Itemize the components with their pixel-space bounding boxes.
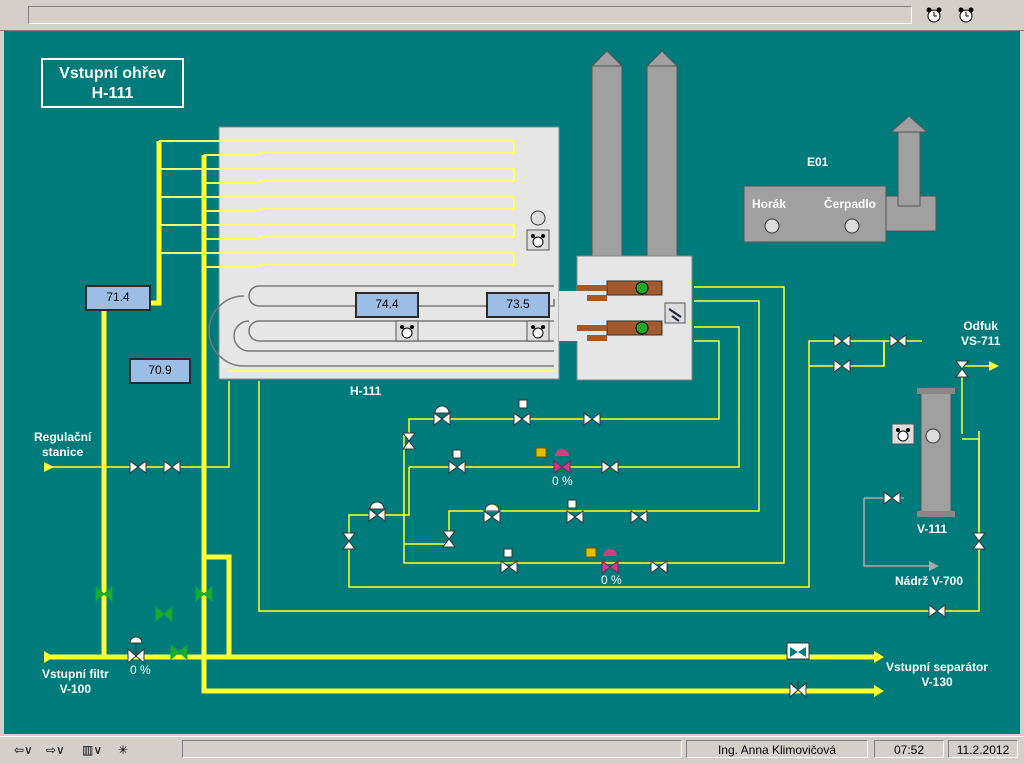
furnace-connector: [559, 291, 579, 341]
e01-stack-base: [885, 195, 937, 232]
title-line1: Vstupní ohřev: [59, 65, 166, 82]
chimney-left: [590, 50, 624, 259]
filtr-control-valve[interactable]: [127, 636, 145, 665]
v111-column: [920, 392, 952, 514]
nadrz-label: Nádrž V-700: [895, 574, 964, 588]
separator-line1: Vstupní separátor: [886, 660, 989, 674]
alarm-clock-icon[interactable]: [395, 320, 419, 342]
top-toolbar: [0, 0, 1024, 31]
alarm-clock-icon[interactable]: [957, 6, 975, 24]
alarm-clock-icon[interactable]: [526, 320, 550, 342]
process-diagram: Vstupní ohřev H-111 71.4 70.9 74.4 73.5 …: [4, 31, 1020, 734]
burner-indicator[interactable]: [764, 218, 780, 234]
burner-label: Horák: [752, 197, 787, 211]
alarm-clock-icon[interactable]: [925, 6, 943, 24]
status-bar: ⇦∨ ⇨∨ ▥∨ ✳ Ing. Anna Klimovičová 07:52 1…: [0, 736, 1024, 764]
lock-icon: [585, 547, 597, 558]
lock-icon: [535, 447, 547, 458]
temp-left-top[interactable]: 71.4: [85, 285, 151, 311]
furnace-label: H-111: [350, 384, 382, 398]
e01-stack: [897, 130, 921, 207]
valve-icons[interactable]: [129, 334, 986, 618]
furnace-temp-left[interactable]: 74.4: [355, 292, 419, 318]
odfuk-line1: Odfuk: [963, 319, 999, 333]
control-valve-1[interactable]: [535, 447, 571, 474]
alarm-clock-icon[interactable]: [526, 229, 550, 251]
status-message: [182, 740, 682, 758]
v111-indicator[interactable]: [925, 428, 941, 444]
temp-left-mid[interactable]: 70.9: [129, 358, 191, 384]
main-pipes: [44, 141, 874, 694]
actuator-icons[interactable]: [369, 399, 577, 558]
status-user: Ing. Anna Klimovičová: [686, 740, 868, 758]
radiant-coils: [208, 285, 555, 367]
status-time: 07:52: [874, 740, 944, 758]
star-button[interactable]: ✳: [118, 743, 129, 757]
separator-label: Vstupní separátor V-130: [886, 660, 988, 690]
filtr-valve-percent: 0 %: [130, 663, 151, 677]
separator-line2: V-130: [921, 675, 953, 689]
furnace-indicator[interactable]: [530, 210, 546, 226]
pump-label: Čerpadlo: [824, 197, 877, 211]
e01-unit: [743, 185, 887, 243]
motor-icon[interactable]: [664, 302, 686, 324]
v111-label: V-111: [917, 522, 948, 536]
menu-button[interactable]: ▥∨: [82, 743, 103, 757]
nav-back-button[interactable]: ⇦∨: [14, 743, 33, 757]
valve-1-percent: 0 %: [552, 474, 573, 488]
vstupni-filtr-line1: Vstupní filtr: [42, 667, 109, 681]
burner-1[interactable]: [577, 280, 663, 301]
burner-2[interactable]: [577, 320, 663, 341]
vstupni-filtr-label: Vstupní filtr V-100: [42, 667, 109, 697]
status-date: 11.2.2012: [948, 740, 1018, 758]
odfuk-line2: VS-711: [961, 334, 1001, 348]
e01-label: E01: [807, 155, 829, 169]
diagram-graphics: [44, 50, 999, 699]
alarm-clock-icon[interactable]: [891, 423, 915, 445]
regulacni-line1: Regulační: [34, 430, 92, 444]
title-box: Vstupní ohřev H-111: [41, 58, 184, 108]
thin-pipes: [44, 286, 994, 612]
regulacni-label: Regulační stanice: [34, 430, 91, 460]
furnace-temp-right[interactable]: 73.5: [486, 292, 550, 318]
control-valve-2[interactable]: [585, 547, 619, 574]
vstupni-filtr-line2: V-100: [59, 682, 92, 696]
chimney-right: [645, 50, 679, 259]
regulacni-line2: stanice: [42, 445, 84, 459]
valve-2-percent: 0 %: [601, 573, 622, 587]
top-message-field[interactable]: [28, 6, 912, 24]
pump-indicator[interactable]: [844, 218, 860, 234]
separator-valves[interactable]: [786, 642, 810, 699]
green-valve-icons[interactable]: [95, 585, 213, 661]
nav-forward-button[interactable]: ⇨∨: [46, 743, 65, 757]
title-line2: H-111: [91, 85, 134, 102]
convection-coils: [159, 140, 515, 268]
odfuk-label: Odfuk VS-711: [961, 319, 1000, 349]
